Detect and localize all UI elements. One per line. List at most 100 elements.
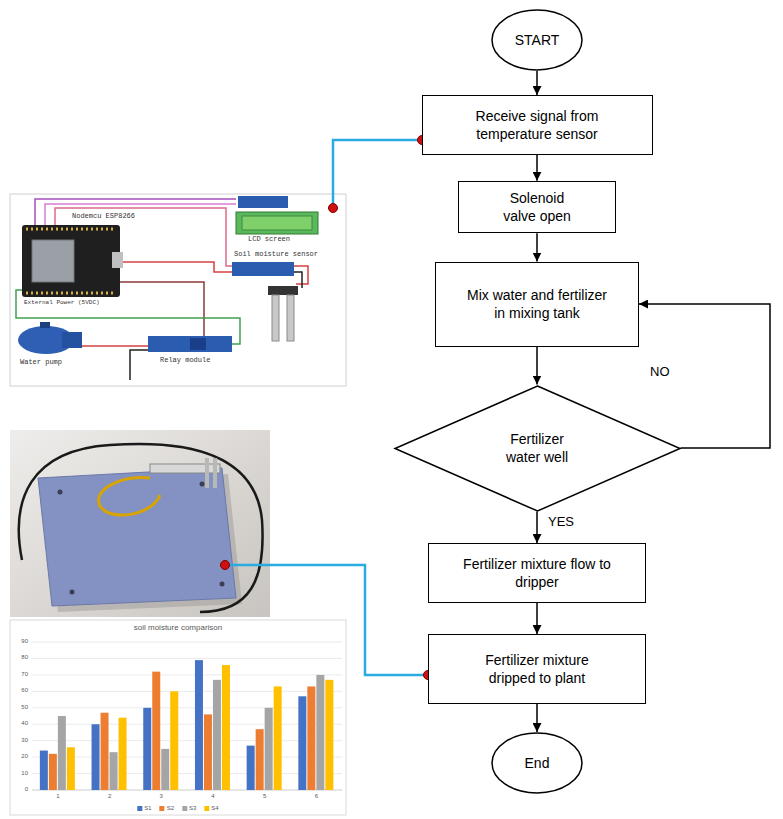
terminal-oval: End [491, 732, 583, 794]
leader-line [221, 561, 230, 570]
chart-bar [247, 746, 255, 790]
device-photo [150, 464, 220, 473]
chart-bar [325, 680, 333, 790]
flow-arrow [536, 71, 538, 95]
part-label: Relay module [160, 356, 210, 364]
grid-line [32, 707, 342, 708]
node-text: Receive signal from temperature sensor [452, 107, 622, 143]
flow-arrow [536, 603, 538, 634]
edge-label: NO [648, 364, 672, 380]
nodemcu-board [112, 252, 123, 268]
legend-swatch [204, 806, 209, 811]
grid-line [32, 658, 342, 659]
leader-line [333, 140, 420, 208]
chart-legend: S1S2S3S4 [137, 805, 218, 811]
axis-tick: 70 [21, 671, 28, 678]
chart-bar [110, 752, 118, 790]
device-photo [213, 458, 217, 488]
device-photo [220, 582, 225, 587]
circuit-wire [45, 204, 236, 225]
node-text: Fertilizer mixture dripped to plant [462, 651, 612, 687]
water-pump [62, 332, 82, 348]
chart-bar [101, 713, 109, 790]
axis-tick: 50 [21, 704, 28, 711]
soil-moisture-module [232, 262, 294, 276]
grid-line [32, 790, 342, 791]
flow-arrow [536, 512, 538, 544]
chart-bar [143, 708, 151, 790]
legend-swatch [160, 806, 165, 811]
part-label: Nodemcu ESP8266 [72, 212, 135, 220]
device-photo [58, 490, 63, 495]
axis-tick: 60 [21, 687, 28, 694]
circuit-diagram [10, 194, 346, 386]
chart-bar [40, 751, 48, 790]
legend-text: S3 [189, 805, 196, 811]
device-photo [19, 444, 263, 612]
relay-module [148, 336, 232, 352]
legend-item: S3 [182, 805, 196, 811]
flow-arrow [536, 347, 538, 385]
lcd-screen [236, 212, 318, 234]
terminal-oval: START [491, 9, 583, 71]
nodemcu-board [26, 228, 116, 231]
legend-item: S2 [160, 805, 174, 811]
nodemcu-board [32, 240, 74, 282]
grid-line [32, 691, 342, 692]
flow-arrow [639, 304, 770, 448]
chart-bar [58, 716, 66, 790]
axis-tick: 0 [25, 786, 28, 793]
legend-text: S2 [167, 805, 174, 811]
lcd-screen [238, 196, 288, 208]
chart-bar [307, 686, 315, 790]
chart-bar [298, 696, 306, 790]
chart-bar [119, 718, 127, 790]
axis-tick: 90 [21, 638, 28, 645]
grid-line [32, 740, 342, 741]
legend-text: S1 [144, 805, 151, 811]
grid-line [32, 773, 342, 774]
chart-bar [265, 708, 273, 790]
chart-bar [316, 675, 324, 790]
oval-outline [492, 10, 582, 70]
process-box: Fertilizer mixture dripped to plant [428, 634, 646, 704]
chart-bar [170, 691, 178, 790]
axis-tick: 20 [21, 753, 28, 760]
axis-tick: 40 [21, 720, 28, 727]
diamond-outline [394, 385, 681, 512]
chart-bar [195, 660, 203, 790]
node-text: Fertilizer mixture flow to dripper [462, 555, 612, 591]
lcd-screen [236, 196, 318, 234]
circuit-diagram [10, 194, 346, 386]
soil-moisture-module [287, 295, 294, 341]
leader-line [329, 204, 338, 213]
node-text: Mix water and fertilizer in mixing tank [462, 286, 612, 322]
nodemcu-board [22, 225, 123, 297]
flow-arrow [536, 704, 538, 732]
process-box: Mix water and fertilizer in mixing tank [435, 262, 639, 347]
node-text: Fertilizer water well [492, 430, 582, 466]
chart-bar [213, 680, 221, 790]
soil-moisture-module [272, 295, 279, 341]
circuit-wire [120, 282, 204, 340]
oval-outline [492, 733, 582, 793]
axis-tick: 4 [211, 793, 214, 800]
grid-line [32, 674, 342, 675]
edge-label: YES [546, 514, 576, 530]
node-text: End [525, 754, 550, 772]
part-label: External Power (5VDC) [24, 300, 100, 307]
axis-tick: 6 [315, 793, 318, 800]
circuit-wire [35, 199, 236, 225]
circuit-wire [130, 350, 148, 380]
device-photo [70, 590, 75, 595]
bar-chart [10, 620, 346, 815]
axis-tick: 1 [56, 793, 59, 800]
part-label: LCD screen [248, 235, 290, 243]
node-text: START [515, 31, 560, 49]
relay-module [190, 338, 206, 350]
legend-swatch [182, 806, 187, 811]
leader-line [225, 565, 428, 675]
chart-bar [67, 747, 75, 790]
leader-line [221, 136, 433, 680]
